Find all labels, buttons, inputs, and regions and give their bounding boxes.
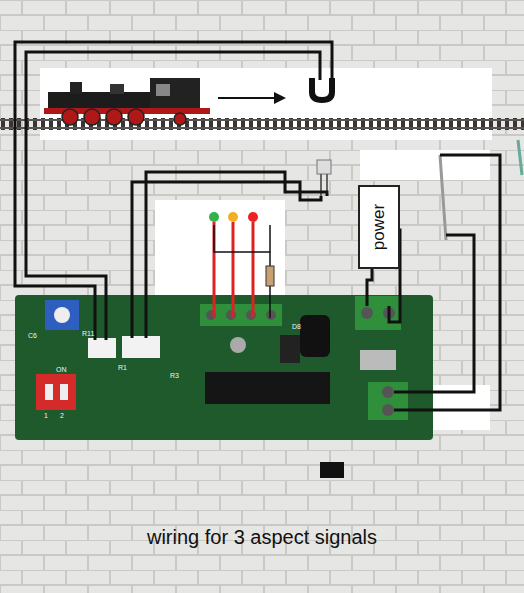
silkscreen-label: 2 bbox=[60, 412, 64, 419]
direction-arrow bbox=[218, 92, 286, 104]
locomotive bbox=[44, 78, 210, 125]
silkscreen-label: R11 bbox=[82, 330, 94, 337]
caption: wiring for 3 aspect signals bbox=[0, 526, 524, 549]
pcb bbox=[15, 295, 433, 440]
silkscreen-label: D8 bbox=[292, 323, 301, 330]
signal-leds bbox=[209, 212, 274, 318]
silkscreen-label: R3 bbox=[170, 372, 179, 379]
silkscreen-label: R1 bbox=[118, 364, 127, 371]
ir-sensor bbox=[312, 78, 332, 100]
silkscreen-label: ON bbox=[56, 366, 67, 373]
track bbox=[0, 118, 524, 130]
jumper bbox=[320, 462, 344, 478]
white-panel bbox=[155, 200, 285, 300]
node-text: power bbox=[369, 204, 389, 250]
wires bbox=[15, 42, 500, 410]
power-box: power bbox=[358, 185, 400, 269]
silkscreen-label: 1 bbox=[44, 412, 48, 419]
silkscreen-label: C6 bbox=[28, 332, 37, 339]
